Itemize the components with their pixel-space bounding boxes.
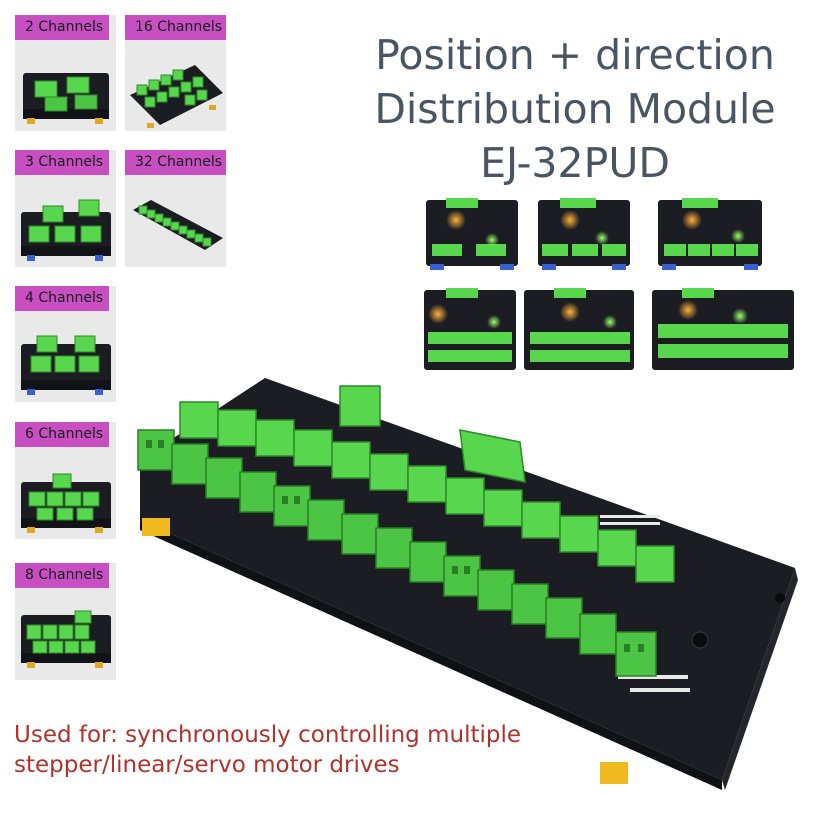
description-line-1: Used for: synchronously controlling mult… bbox=[14, 722, 522, 748]
product-photo-4ch bbox=[21, 335, 111, 395]
module-photo bbox=[524, 288, 634, 370]
description-line-2: stepper/linear/servo motor drives bbox=[14, 752, 400, 778]
product-title: Position + direction Distribution Module… bbox=[355, 28, 795, 190]
variant-label: 16 Channels bbox=[125, 15, 226, 40]
module-photo bbox=[538, 198, 630, 270]
variant-thumb-8ch: 8 Channels bbox=[15, 563, 116, 680]
variant-thumb-3ch: 3 Channels bbox=[15, 150, 116, 267]
module-photo bbox=[652, 288, 794, 370]
variant-label: 8 Channels bbox=[15, 563, 110, 588]
variant-label: 32 Channels bbox=[125, 150, 226, 175]
variant-label: 6 Channels bbox=[15, 422, 110, 447]
variant-label: 2 Channels bbox=[15, 15, 110, 40]
title-line-2: Distribution Module bbox=[374, 85, 776, 133]
variant-thumb-32ch: 32 Channels bbox=[125, 150, 226, 267]
product-photo-32ch bbox=[133, 200, 223, 250]
title-line-1: Position + direction bbox=[375, 31, 775, 79]
variant-thumb-4ch: 4 Channels bbox=[15, 286, 116, 402]
title-line-3: EJ-32PUD bbox=[480, 139, 670, 187]
variant-thumb-16ch: 16 Channels bbox=[125, 15, 226, 131]
product-photo-8ch bbox=[21, 610, 111, 668]
product-photo-16ch bbox=[130, 65, 223, 128]
main-product-photo bbox=[137, 378, 798, 790]
module-photo bbox=[658, 198, 762, 270]
product-photo-3ch bbox=[21, 199, 111, 261]
variant-thumb-6ch: 6 Channels bbox=[15, 422, 116, 539]
module-photo-grid bbox=[424, 198, 794, 370]
variant-label: 3 Channels bbox=[15, 150, 110, 175]
variant-label: 4 Channels bbox=[15, 286, 110, 311]
module-photo bbox=[424, 288, 516, 370]
product-photo-6ch bbox=[21, 473, 111, 533]
usage-description: Used for: synchronously controlling mult… bbox=[14, 720, 521, 780]
variant-thumb-2ch: 2 Channels bbox=[15, 15, 116, 131]
product-photo-2ch bbox=[23, 73, 109, 124]
module-photo bbox=[426, 198, 518, 270]
